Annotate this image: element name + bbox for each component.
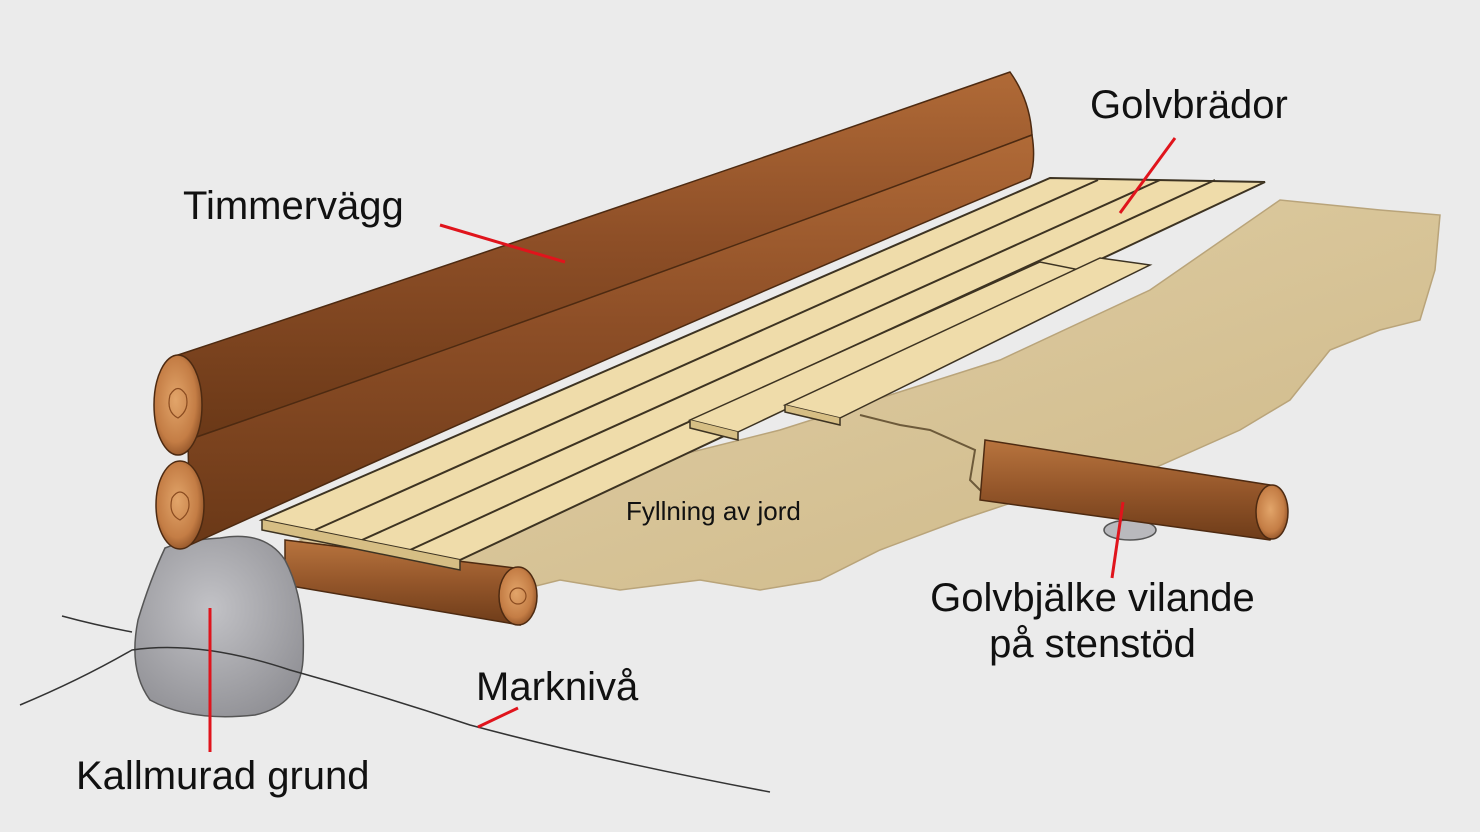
floor-boards [258,176,1266,571]
beam-left-end [498,566,538,626]
leader-golvbjalke [1110,501,1125,579]
ground-line-left [61,615,133,633]
soil-crack [859,414,991,501]
leader-lines [208,137,1177,752]
label-fyllning: Fyllning av jord [626,496,801,526]
label-markniva: Marknivå [476,665,639,709]
label-kallmurad: Kallmurad grund [76,754,370,798]
beam-right-end [1255,484,1289,540]
label-timmervagg: Timmervägg [183,184,404,228]
stone-foundation [134,535,305,718]
label-golvbjalke-line2: på stenstöd [989,622,1196,666]
upper-log-end [153,354,203,456]
ground-line [19,646,771,793]
lower-log [187,133,1035,547]
label-golvbjalke-line1: Golvbjälke vilande [930,576,1255,620]
leader-golvbrador [1118,137,1177,214]
label-golvbjalke: Golvbjälke vilande på stenstöd [905,575,1280,667]
label-golvbrador: Golvbrädor [1090,83,1288,127]
leader-markniva [477,706,519,729]
lower-log-end [155,460,205,550]
leader-timmervagg [439,223,566,264]
